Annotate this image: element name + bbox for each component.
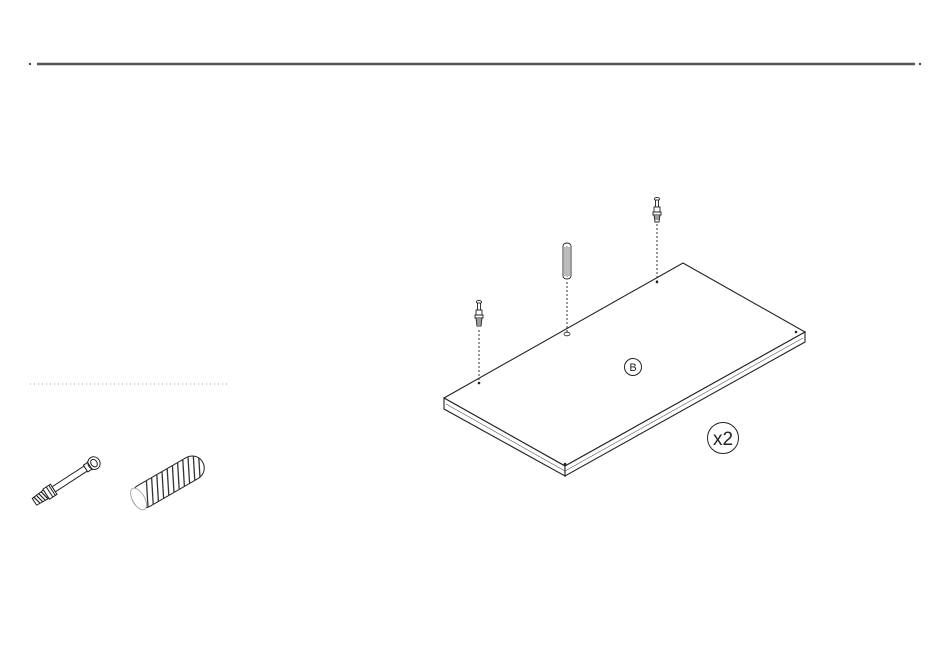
quantity-badge: x2 bbox=[708, 423, 739, 454]
wooden-dowel-icon bbox=[563, 243, 571, 279]
cam-bolt-icon bbox=[475, 300, 483, 326]
header-rule bbox=[29, 63, 921, 65]
cam-bolt-icon bbox=[653, 197, 661, 222]
quantity-label: x2 bbox=[713, 429, 733, 450]
panel-label: B bbox=[629, 362, 636, 374]
panel-label-badge: B bbox=[625, 359, 642, 376]
cam-bolt-icon bbox=[31, 454, 103, 507]
wooden-dowel-icon bbox=[127, 451, 210, 513]
